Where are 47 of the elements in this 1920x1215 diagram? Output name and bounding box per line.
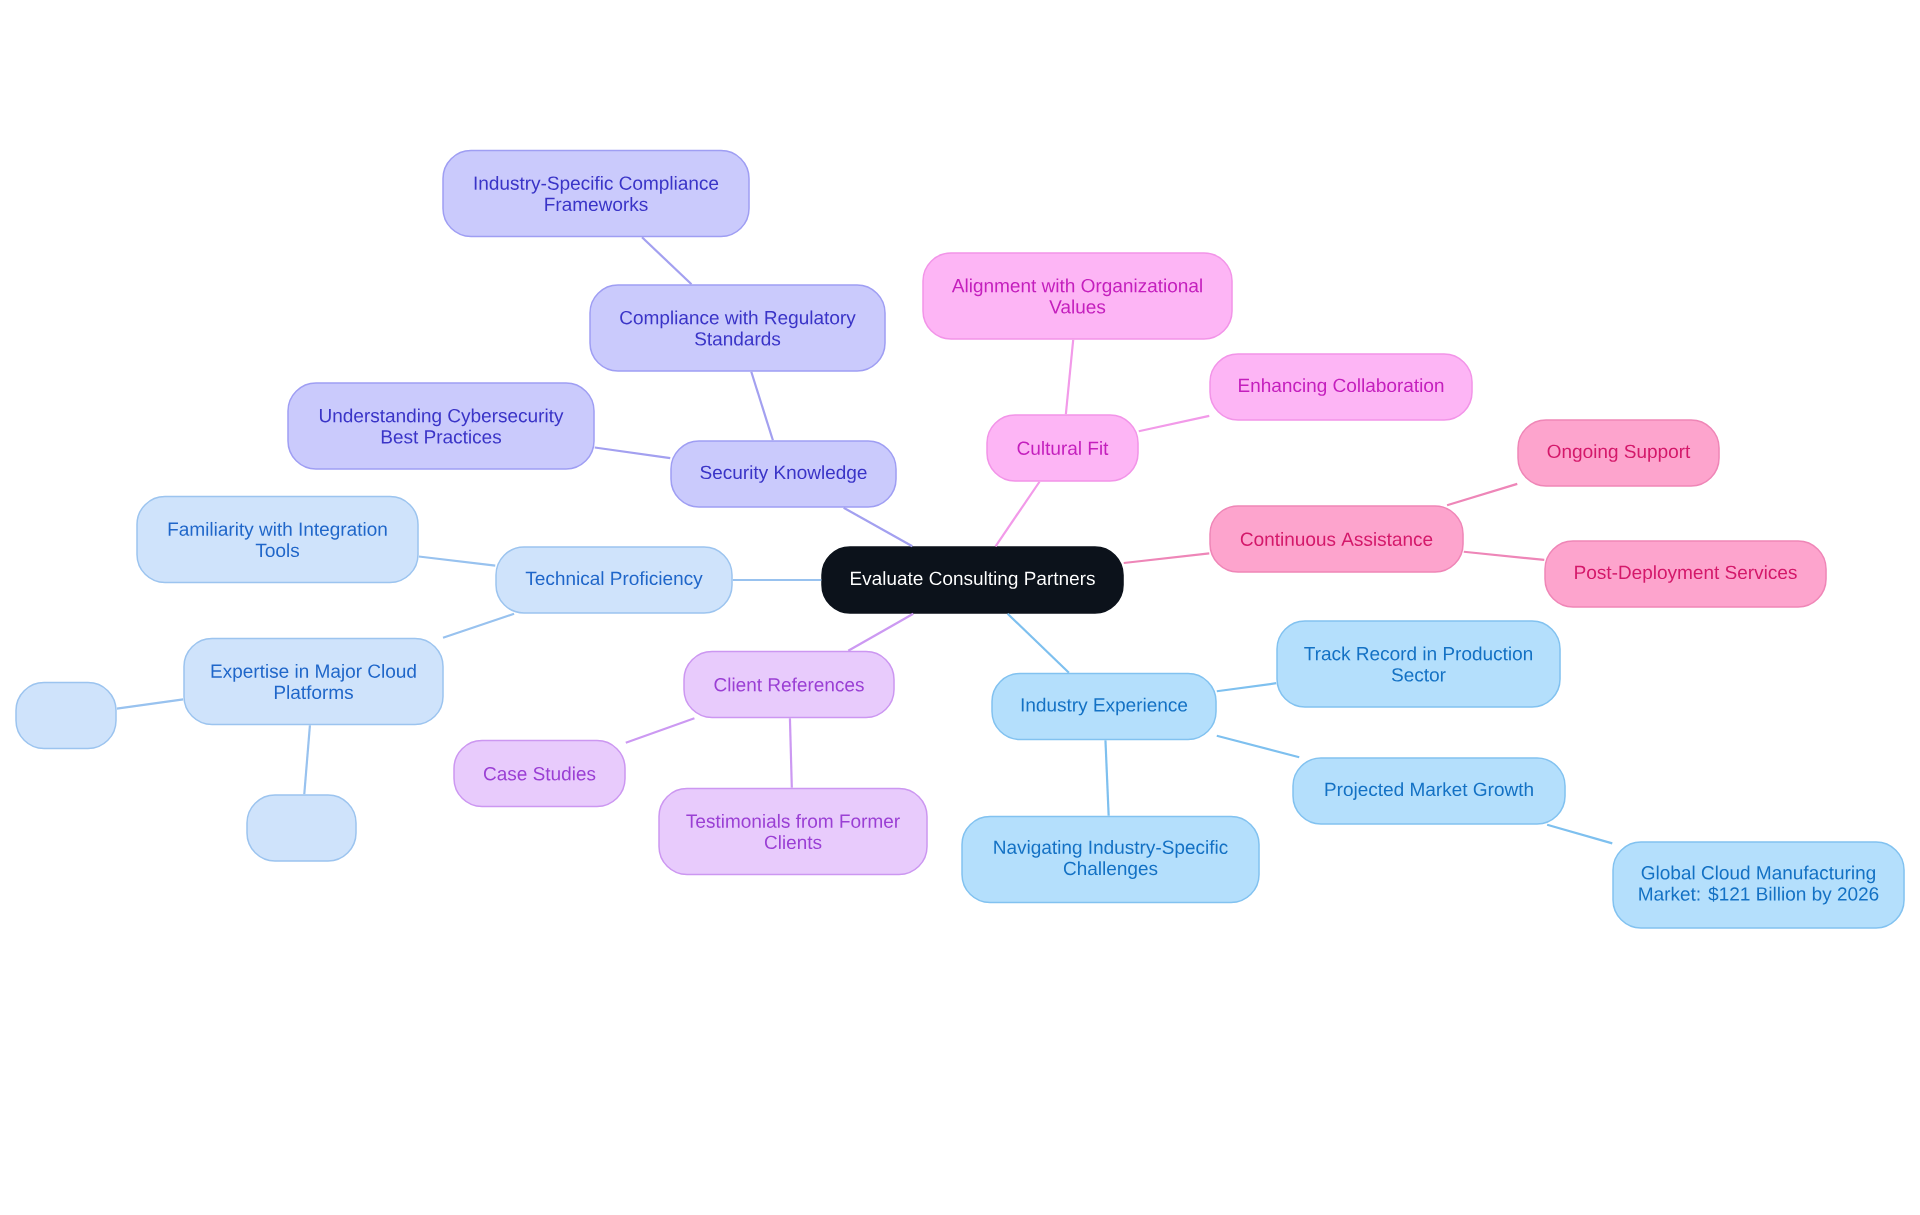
- topic-box: Projected Market Growth: [1292, 757, 1566, 825]
- topic-box: Familiarity with Integration Tools: [136, 495, 419, 584]
- connector-line: [116, 698, 184, 710]
- empty-box: [246, 794, 357, 862]
- topic-box: Alignment with Organizational Values: [922, 252, 1233, 340]
- topic-box: Client References: [683, 650, 895, 719]
- connector-line: [1546, 823, 1613, 845]
- topic-box: Ongoing Support: [1517, 419, 1720, 487]
- connector-line: [594, 446, 671, 460]
- topic-box: Post-Deployment Services: [1544, 540, 1827, 608]
- topic-box: Compliance with Regulatory Standards: [589, 284, 886, 372]
- connector-line: [1446, 482, 1518, 507]
- connector-line: [732, 578, 822, 582]
- topic-box: Track Record in Production Sector: [1276, 620, 1561, 708]
- connector-line: [641, 236, 693, 286]
- empty-box: [15, 681, 117, 750]
- topic-box: Case Studies: [453, 739, 626, 808]
- connector-line: [994, 481, 1041, 547]
- topic-box: Navigating Industry-Specific Challenges: [961, 815, 1260, 904]
- connector-line: [303, 725, 312, 795]
- connector-line: [625, 717, 695, 744]
- connector-line: [847, 612, 914, 652]
- topic-box: Expertise in Major Cloud Platforms: [183, 637, 444, 726]
- topic-box: Testimonials from Former Clients: [658, 787, 928, 876]
- connector-line: [1006, 612, 1070, 674]
- connector-line: [843, 506, 913, 548]
- connector-line: [750, 371, 774, 441]
- central-topic-box: Evaluate Consulting Partners: [821, 546, 1124, 614]
- connector-line: [418, 555, 496, 567]
- topic-box: Technical Proficiency: [495, 546, 733, 614]
- connector-line: [1138, 414, 1210, 433]
- connector-line: [1064, 339, 1075, 415]
- connector-line: [1216, 682, 1277, 693]
- connector-line: [788, 718, 793, 788]
- topic-box: Enhancing Collaboration: [1209, 353, 1473, 421]
- connector-line: [1123, 552, 1210, 565]
- connector-line: [442, 612, 515, 639]
- topic-box: Industry Experience: [991, 672, 1217, 741]
- topic-box: Continuous Assistance: [1209, 505, 1464, 573]
- topic-box: Security Knowledge: [670, 440, 897, 508]
- topic-box: Industry-Specific Compliance Frameworks: [442, 149, 750, 238]
- connector-line: [1463, 550, 1545, 561]
- connector-line: [1216, 734, 1300, 759]
- connector-line: [1104, 740, 1110, 816]
- topic-box: Global Cloud Manufacturing Market: $121 Billion by 2026: [1612, 841, 1905, 929]
- topic-box: Understanding Cybersecurity Best Practices: [287, 382, 595, 470]
- topic-box: Cultural Fit: [986, 414, 1139, 482]
